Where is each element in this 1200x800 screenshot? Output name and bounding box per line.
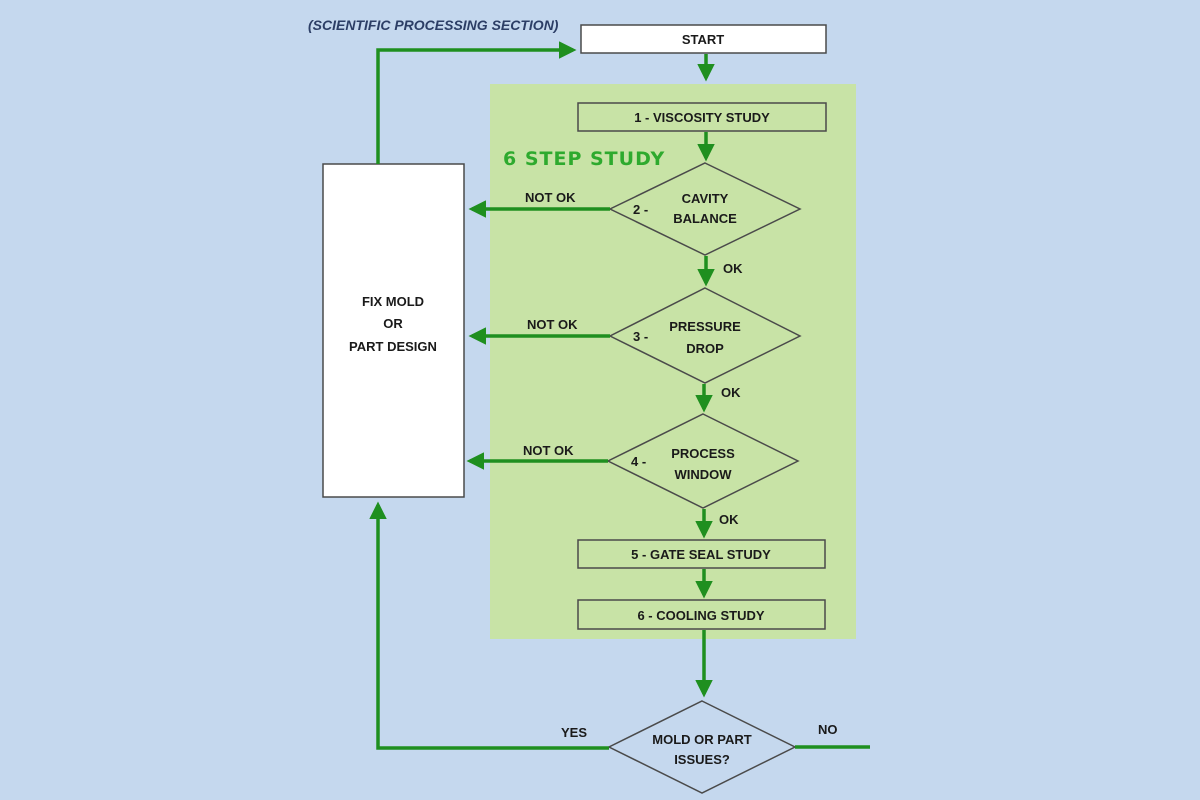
step-3-line2: DROP (686, 341, 724, 356)
label-ok-step4: OK (719, 512, 739, 527)
decision-line1: MOLD OR PART (652, 732, 751, 747)
step-5-label: 5 - GATE SEAL STUDY (631, 547, 771, 562)
step-5-gate-seal-study: 5 - GATE SEAL STUDY (577, 539, 826, 569)
label-not-ok-step2: NOT OK (525, 190, 576, 205)
step-2-number: 2 - (633, 202, 648, 217)
step-4-number: 4 - (631, 454, 646, 469)
fix-box-line2: OR (383, 316, 403, 331)
step-1-viscosity-study: 1 - VISCOSITY STUDY (577, 102, 827, 132)
step-2-line1: CAVITY (682, 191, 729, 206)
label-ok-step2: OK (723, 261, 743, 276)
step-6-cooling-study: 6 - COOLING STUDY (577, 599, 826, 630)
step-2-cavity-balance: 2 - CAVITY BALANCE (608, 162, 802, 256)
step-4-line2: WINDOW (674, 467, 732, 482)
fix-mold-or-part-design-box: FIX MOLD OR PART DESIGN (322, 163, 465, 498)
step-3-pressure-drop: 3 - PRESSURE DROP (608, 287, 802, 384)
arrow-yes-to-fix (369, 501, 609, 750)
step-3-line1: PRESSURE (669, 319, 741, 334)
decision-mold-or-part-issues: MOLD OR PART ISSUES? (607, 700, 797, 794)
flow-connectors (369, 41, 870, 750)
label-not-ok-step3: NOT OK (527, 317, 578, 332)
step-2-line2: BALANCE (673, 211, 737, 226)
label-no: NO (818, 722, 838, 737)
start-label: START (682, 32, 724, 47)
label-yes: YES (561, 725, 587, 740)
label-ok-step3: OK (721, 385, 741, 400)
step-3-number: 3 - (633, 329, 648, 344)
start-node: START (580, 24, 827, 54)
step-4-process-window: 4 - PROCESS WINDOW (606, 413, 800, 509)
decision-line2: ISSUES? (674, 752, 730, 767)
arrow-fix-to-start (376, 41, 577, 164)
six-step-study-title: 6 STEP STUDY (503, 148, 665, 170)
step-4-line1: PROCESS (671, 446, 735, 461)
fix-box-line1: FIX MOLD (362, 294, 424, 309)
label-not-ok-step4: NOT OK (523, 443, 574, 458)
fix-box-line3: PART DESIGN (349, 339, 437, 354)
step-6-label: 6 - COOLING STUDY (637, 608, 764, 623)
section-label: (SCIENTIFIC PROCESSING SECTION) (308, 17, 559, 33)
step-1-label: 1 - VISCOSITY STUDY (634, 110, 770, 125)
